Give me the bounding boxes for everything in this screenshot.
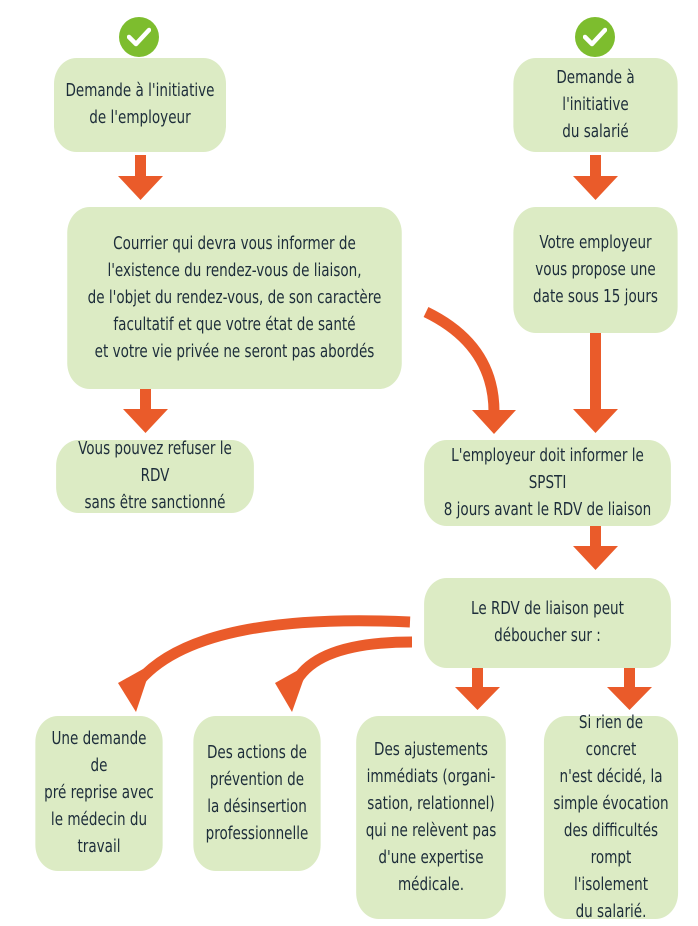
inform-spsti-text: L'employeur doit informer le SPSTI 8 jou… <box>443 445 652 520</box>
arrow-proposal-to-spsti <box>573 332 618 433</box>
inform-spsti-box: L'employeur doit informer le SPSTI 8 jou… <box>424 440 671 526</box>
curve-letter-to-spsti <box>423 307 500 413</box>
adjustments-box: Des ajustements immédiats (organi- satio… <box>356 716 506 919</box>
nothing-decided-text: Si rien de concret n'est décidé, la simp… <box>553 712 669 922</box>
refuse-text: Vous pouvez refuser le RDV sans être san… <box>78 439 232 513</box>
letter-text: Courrier qui devra vous informer de l'ex… <box>87 233 382 362</box>
curve-outcome-to-prevention <box>292 636 413 684</box>
adjustments-text: Des ajustements immédiats (organi- satio… <box>365 739 497 895</box>
prevention-text: Des actions de prévention de la désinser… <box>205 742 309 844</box>
prevention-box: Des actions de prévention de la désinser… <box>193 716 321 871</box>
employer-proposes-box: Votre employeur vous propose une date so… <box>513 207 678 333</box>
employer-proposes-text: Votre employeur vous propose une date so… <box>533 232 658 307</box>
nothing-decided-box: Si rien de concret n'est décidé, la simp… <box>543 713 679 922</box>
pre-return-box: Une demande de pré reprise avec le médec… <box>35 716 163 871</box>
arrow-employee-to-proposal <box>573 155 618 200</box>
outcome-text: Le RDV de liaison peut déboucher sur : <box>471 599 624 646</box>
employer-request-box: Demande à l'initiative de l'employeur <box>54 58 226 152</box>
arrow-outcome-to-nothing-decided <box>607 668 652 710</box>
employee-request-box: Demande à l'initiative du salarié <box>513 58 678 152</box>
arrow-letter-to-refuse <box>123 388 168 433</box>
arrowhead-letter-to-spsti <box>472 410 516 434</box>
employer-request-text: Demande à l'initiative de l'employeur <box>65 81 215 128</box>
arrow-outcome-to-adjustments <box>455 668 500 710</box>
outcome-box: Le RDV de liaison peut déboucher sur : <box>424 578 671 668</box>
pre-return-text: Une demande de pré reprise avec le médec… <box>44 729 154 857</box>
arrow-spsti-to-outcome <box>573 525 618 570</box>
curve-outcome-to-pre-return <box>135 615 411 684</box>
employee-check-icon <box>575 17 615 57</box>
refuse-box: Vous pouvez refuser le RDV sans être san… <box>56 439 254 513</box>
arrow-employer-to-letter <box>118 155 163 200</box>
employer-check-icon <box>119 17 159 57</box>
employee-request-text: Demande à l'initiative du salarié <box>556 67 635 142</box>
letter-box: Courrier qui devra vous informer de l'ex… <box>67 207 402 389</box>
